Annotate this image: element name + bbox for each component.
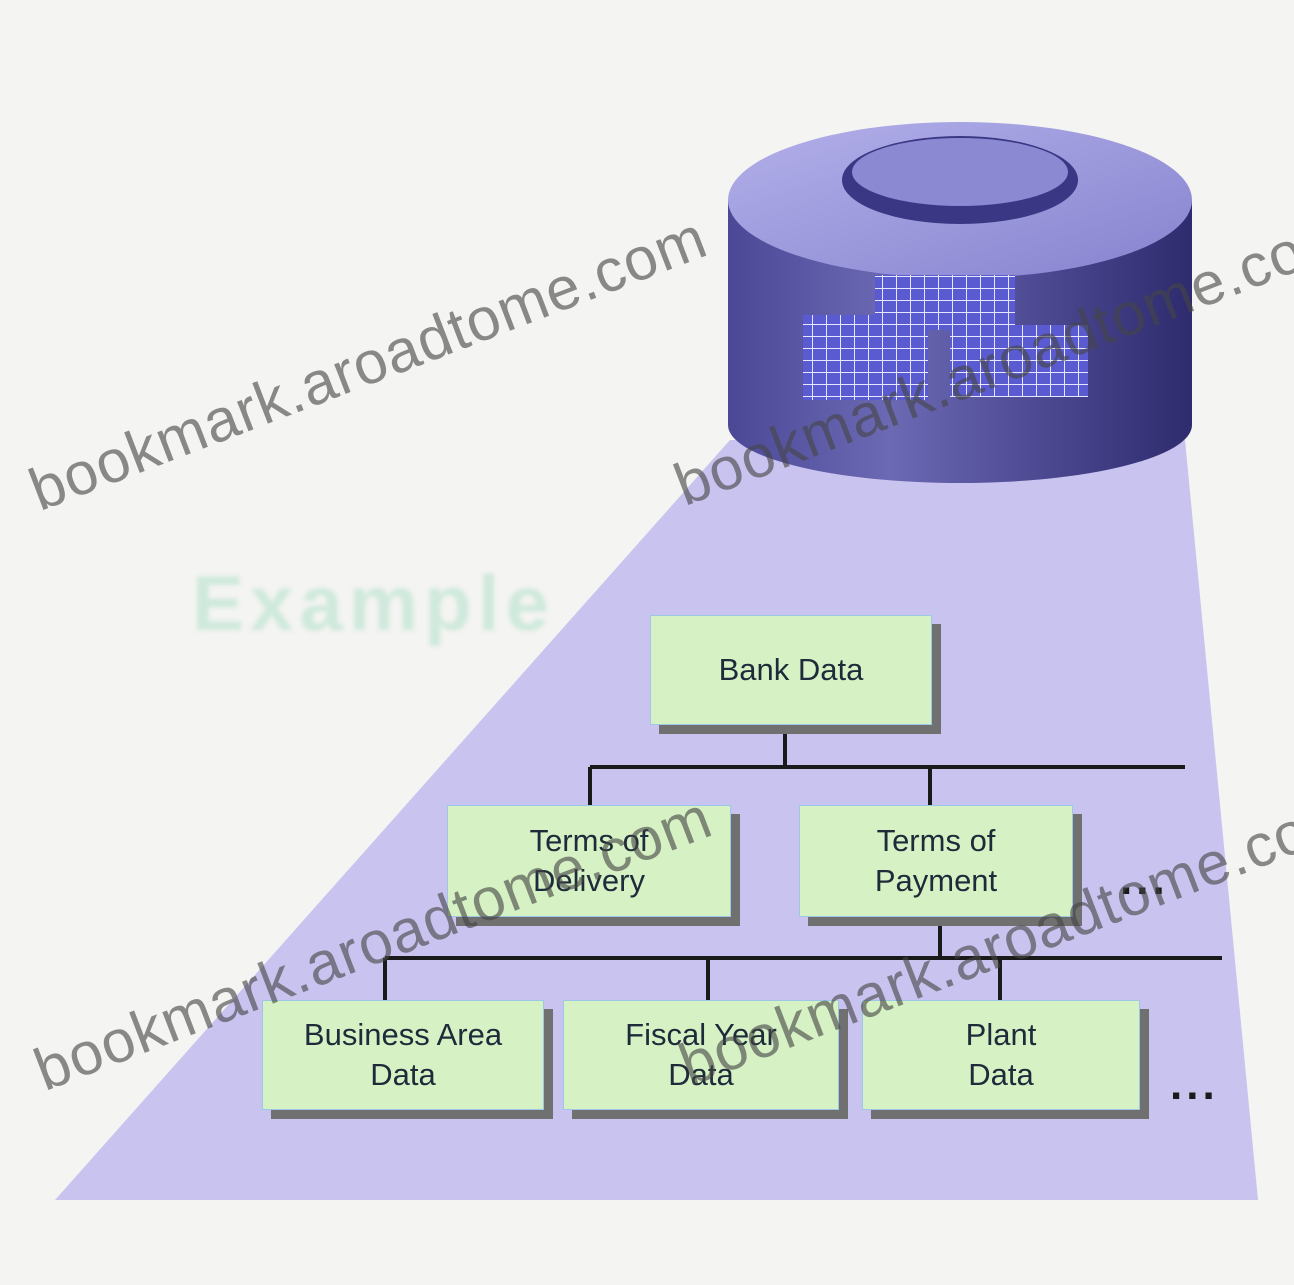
node-label: Fiscal Year Data [625, 1017, 777, 1092]
node-level2: Terms of Delivery [447, 805, 731, 917]
node-level3: Business Area Data [262, 1000, 544, 1110]
node-label: Business Area Data [303, 1017, 503, 1092]
table-grid-icon [803, 275, 1088, 400]
node-level2: Terms of Payment [799, 805, 1073, 917]
node-level3: Plant Data [862, 1000, 1140, 1110]
connector-lines [383, 730, 1222, 1000]
diagram-heading: Example [192, 559, 555, 647]
node-label: Plant Data [965, 1017, 1037, 1092]
node-label: Bank Data [718, 652, 864, 687]
more-nodes-indicator: ... [1120, 855, 1169, 904]
node-label: Terms of Payment [874, 823, 998, 898]
more-nodes-indicator: ... [1170, 1060, 1219, 1109]
node-root: Bank Data [650, 615, 932, 725]
node-label: Terms of Delivery [529, 823, 649, 898]
node-level3: Fiscal Year Data [563, 1000, 839, 1110]
